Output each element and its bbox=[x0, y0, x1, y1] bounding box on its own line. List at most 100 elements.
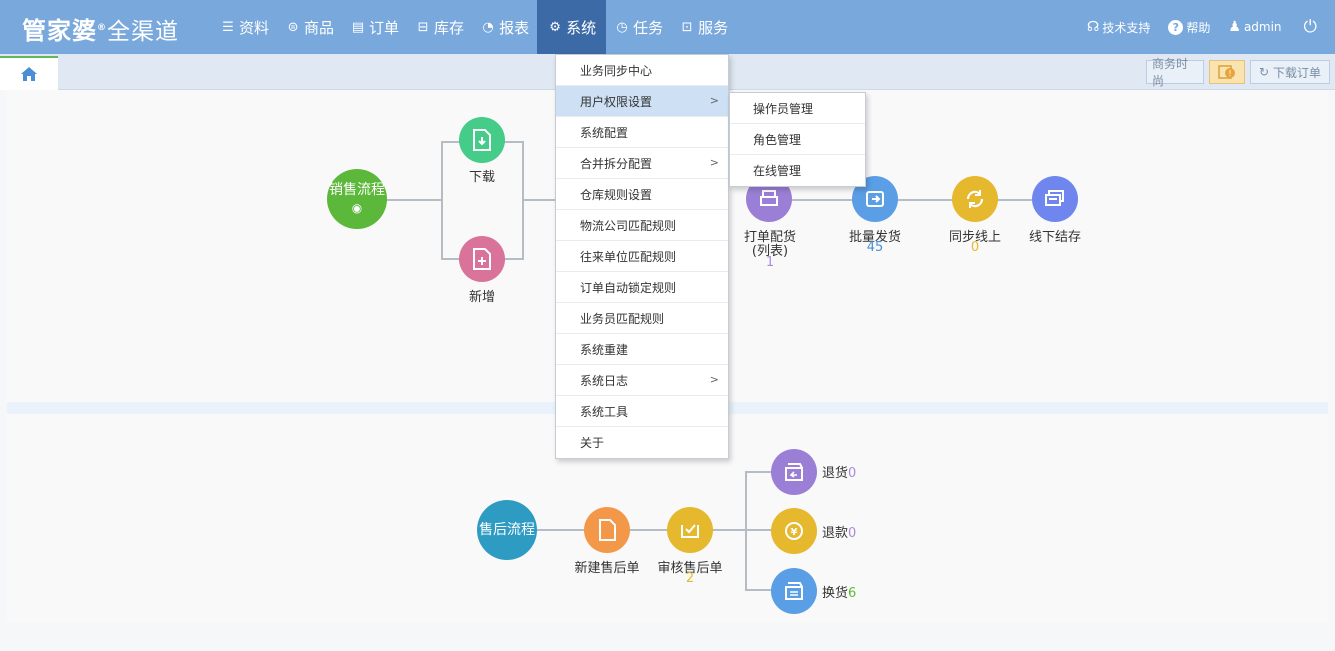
connector bbox=[712, 529, 746, 531]
connector bbox=[630, 529, 668, 531]
printer-icon bbox=[760, 190, 778, 206]
eye-icon: ◉ bbox=[351, 201, 363, 215]
menu-item-warehouse-rules[interactable]: 仓库规则设置 bbox=[556, 179, 728, 210]
shop-selector-button[interactable]: 商务时尚 bbox=[1146, 57, 1204, 88]
clock-icon: ◷ bbox=[616, 19, 628, 35]
help-link[interactable]: ?帮助 bbox=[1168, 19, 1210, 36]
headset-icon: ☊ bbox=[1086, 19, 1100, 35]
notice-icon: ! bbox=[1218, 65, 1235, 79]
connector bbox=[790, 199, 854, 201]
menu-item-merge-split-config[interactable]: 合并拆分配置> bbox=[556, 148, 728, 179]
refund-node[interactable]: ¥ bbox=[771, 508, 817, 554]
user-menu[interactable]: ♟admin bbox=[1228, 19, 1282, 35]
refund-yen-icon: ¥ bbox=[785, 522, 803, 540]
connector bbox=[441, 258, 461, 260]
download-label: 下载 bbox=[468, 170, 495, 185]
offline-settle-label: 线下结存 bbox=[1028, 230, 1081, 245]
audit-aftersale-count[interactable]: 2 bbox=[685, 571, 695, 586]
menu-item-user-permissions[interactable]: 用户权限设置> bbox=[556, 86, 728, 117]
menu-item-logistics-rules[interactable]: 物流公司匹配规则 bbox=[556, 210, 728, 241]
sync-icon bbox=[966, 190, 984, 208]
menu-item-sync-center[interactable]: 业务同步中心 bbox=[556, 55, 728, 86]
svg-text:!: ! bbox=[1228, 69, 1231, 78]
nav-system[interactable]: ⚙系统 bbox=[537, 0, 607, 54]
sales-flow-node[interactable]: 销售流程◉ bbox=[327, 169, 387, 229]
audit-aftersale-node[interactable] bbox=[667, 507, 713, 553]
ship-box-icon bbox=[866, 191, 884, 207]
submenu-item-online-mgmt[interactable]: 在线管理 bbox=[753, 164, 802, 178]
power-icon[interactable]: ⏻ bbox=[1303, 17, 1317, 37]
submenu-item-operator-mgmt[interactable]: 操作员管理 bbox=[730, 93, 865, 124]
list-icon: ☰ bbox=[222, 19, 234, 35]
top-bar: 管家婆®全渠道 ☰资料 ⊜商品 ▤订单 ⊟库存 ◔报表 ⚙系统 ◷任务 ⊡服务 … bbox=[0, 0, 1335, 54]
sync-online-count[interactable]: 0 bbox=[970, 240, 980, 255]
menu-item-system-config[interactable]: 系统配置 bbox=[556, 117, 728, 148]
add-node[interactable] bbox=[459, 236, 505, 282]
nav-orders[interactable]: ▤订单 bbox=[351, 18, 400, 37]
add-doc-icon bbox=[473, 248, 491, 270]
home-icon bbox=[21, 67, 37, 81]
app-logo: 管家婆®全渠道 bbox=[22, 17, 179, 45]
connector bbox=[386, 199, 442, 201]
system-dropdown-menu: 业务同步中心 用户权限设置> 系统配置 合并拆分配置> 仓库规则设置 物流公司匹… bbox=[555, 54, 729, 459]
new-aftersale-label: 新建售后单 bbox=[574, 561, 640, 576]
connector bbox=[745, 471, 773, 473]
new-aftersale-node[interactable] bbox=[584, 507, 630, 553]
warehouse-icon: ⊟ bbox=[417, 19, 429, 35]
sync-online-label: 同步线上 bbox=[948, 230, 1001, 245]
print-pick-count[interactable]: 1 bbox=[765, 255, 775, 270]
sync-online-node[interactable] bbox=[952, 176, 998, 222]
top-right-tools: ☊技术支持 ?帮助 ♟admin ⏻ bbox=[1069, 0, 1317, 54]
menu-item-salesman-rules[interactable]: 业务员匹配规则 bbox=[556, 303, 728, 334]
user-permissions-submenu: 操作员管理 角色管理 在线管理 bbox=[729, 92, 866, 187]
download-node[interactable] bbox=[459, 117, 505, 163]
connector bbox=[745, 589, 773, 591]
notice-button[interactable]: ! bbox=[1209, 60, 1245, 84]
nav-service[interactable]: ⊡服务 bbox=[671, 0, 736, 54]
chevron-right-icon: > bbox=[709, 373, 719, 386]
connector bbox=[745, 529, 773, 531]
offline-settle-node[interactable] bbox=[1032, 176, 1078, 222]
nav-goods[interactable]: ⊜商品 bbox=[277, 0, 342, 54]
exchange-node[interactable] bbox=[771, 568, 817, 614]
nav-tasks[interactable]: ◷任务 bbox=[606, 0, 671, 54]
return-goods-node[interactable] bbox=[771, 449, 817, 495]
connector bbox=[896, 199, 954, 201]
svg-text:¥: ¥ bbox=[791, 527, 798, 538]
connector bbox=[745, 471, 747, 591]
tech-support-link[interactable]: ☊技术支持 bbox=[1086, 19, 1151, 35]
refund-count[interactable]: 0 bbox=[848, 526, 857, 541]
print-pick-sublabel: (列表) bbox=[751, 244, 789, 259]
document-icon bbox=[599, 519, 616, 541]
submenu-item-role-mgmt[interactable]: 角色管理 bbox=[730, 124, 865, 155]
connector bbox=[522, 199, 556, 201]
menu-item-system-tools[interactable]: 系统工具 bbox=[556, 396, 728, 427]
pie-chart-icon: ◔ bbox=[482, 19, 494, 35]
return-goods-label: 退货0 bbox=[822, 466, 857, 481]
batch-ship-count[interactable]: 45 bbox=[866, 240, 884, 255]
batch-ship-label: 批量发货 bbox=[848, 230, 901, 245]
exchange-label: 换货6 bbox=[822, 586, 857, 601]
menu-item-about[interactable]: 关于 bbox=[580, 436, 605, 450]
connector bbox=[504, 258, 524, 260]
menu-item-partner-rules[interactable]: 往来单位匹配规则 bbox=[556, 241, 728, 272]
menu-item-system-log[interactable]: 系统日志> bbox=[556, 365, 728, 396]
connector bbox=[996, 199, 1032, 201]
user-icon: ♟ bbox=[1228, 19, 1241, 35]
nav-inventory[interactable]: ⊟库存 bbox=[407, 0, 472, 54]
order-icon: ▤ bbox=[351, 19, 365, 35]
nav-data[interactable]: ☰资料 bbox=[212, 0, 277, 54]
download-orders-button[interactable]: ↻下载订单 bbox=[1250, 60, 1330, 84]
refresh-icon: ↻ bbox=[1258, 65, 1270, 79]
home-tab[interactable] bbox=[0, 56, 58, 90]
refund-label: 退款0 bbox=[822, 526, 857, 541]
menu-item-system-rebuild[interactable]: 系统重建 bbox=[556, 334, 728, 365]
help-icon: ? bbox=[1168, 19, 1184, 35]
menu-item-order-lock-rules[interactable]: 订单自动锁定规则 bbox=[556, 272, 728, 303]
exchange-count[interactable]: 6 bbox=[848, 586, 857, 601]
return-goods-count[interactable]: 0 bbox=[848, 466, 857, 481]
nav-reports[interactable]: ◔报表 bbox=[472, 0, 537, 54]
connector bbox=[504, 141, 524, 143]
aftersale-flow-node[interactable]: 售后流程 bbox=[477, 500, 537, 560]
cash-register-icon bbox=[1045, 190, 1064, 206]
